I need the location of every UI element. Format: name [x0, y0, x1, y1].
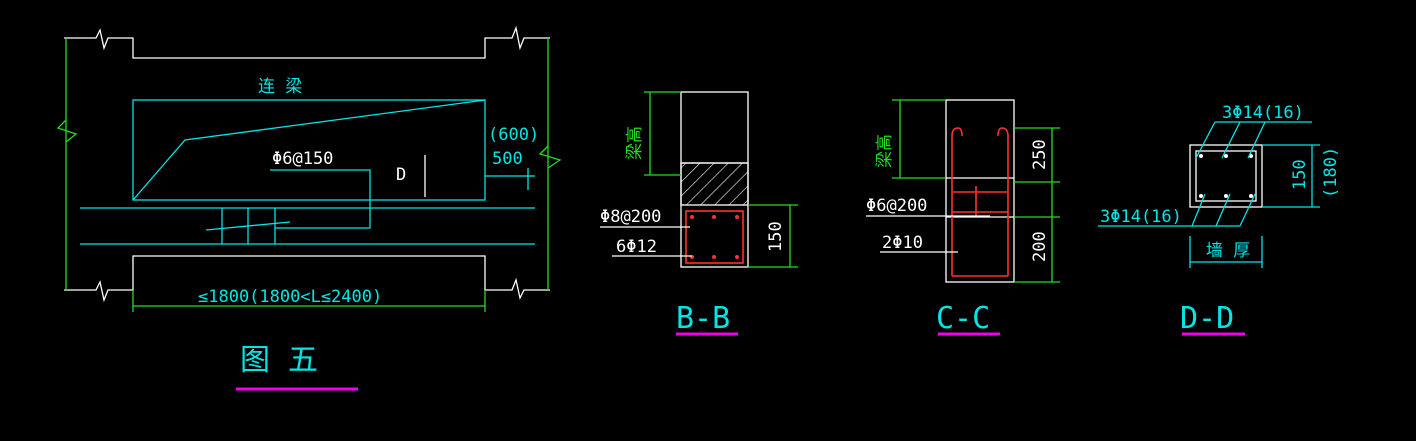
bb-stirrup-label: Φ8@200 [600, 207, 661, 227]
dd-top-leader-1 [1195, 121, 1216, 159]
bb-stirrup [685, 210, 744, 264]
cc-bars-label: 2Φ10 [882, 233, 923, 253]
top-wall-outline [64, 25, 550, 59]
cc-title: C-C [936, 301, 990, 336]
dim-600-label: (600) [488, 125, 539, 145]
stirrup-label: Φ6@150 [272, 149, 333, 169]
right-break-mark [538, 145, 562, 169]
diagonal-rebar [132, 99, 486, 201]
bb-bar [735, 255, 739, 259]
figure-5-elevation: 连 梁 Φ6@150 D (600) 500 ≤1800(1800<L≤2400… [56, 25, 562, 391]
dd-150-label: 150 [1290, 159, 1310, 190]
bb-beam-height-label: 梁高 [625, 126, 645, 160]
dim-500-label: 500 [492, 149, 523, 169]
bb-bar [735, 215, 739, 219]
bb-150-label: 150 [766, 221, 786, 252]
dd-bottom-leader-1 [1191, 193, 1206, 227]
dd-wall-thickness-label: 墙 厚 [1206, 241, 1250, 261]
left-break-mark [56, 119, 78, 143]
section-bb: 梁高 Φ8@200 6Φ12 150 B-B [600, 91, 798, 336]
figure-5-title: 图 五 [240, 343, 318, 378]
bb-hatched-slab [680, 162, 749, 206]
dd-bar [1199, 154, 1203, 158]
bb-title: B-B [676, 301, 730, 336]
bb-bar [712, 255, 716, 259]
dd-bottom-leader-2 [1215, 193, 1231, 227]
dd-title: D-D [1180, 301, 1234, 336]
section-cc: 梁高 Φ6@200 2Φ10 250 200 C-C [866, 99, 1060, 336]
dd-column-outline [1189, 144, 1263, 208]
cc-beam-height-label: 梁高 [875, 134, 895, 168]
stirrup-leader [270, 169, 371, 229]
dd-top-leader-3 [1247, 121, 1266, 159]
dd-stirrup [1195, 150, 1257, 202]
dd-bar [1224, 154, 1228, 158]
length-dimension-label: ≤1800(1800<L≤2400) [198, 287, 382, 307]
cc-200-label: 200 [1030, 231, 1050, 262]
dd-bottom-bars-label: 3Φ14(16) [1100, 207, 1182, 227]
section-dd: 3Φ14(16) 3Φ14(16) 150 (180) 墙 厚 D-D [1098, 103, 1341, 336]
dd-bar [1224, 194, 1228, 198]
beam-label: 连 梁 [258, 77, 302, 97]
dd-bar [1199, 194, 1203, 198]
bb-bars-label: 6Φ12 [616, 237, 657, 257]
dd-bottom-leader-3 [1239, 193, 1256, 227]
coupling-beam-outline [132, 99, 486, 201]
cc-right-stirrup [997, 127, 1009, 276]
dd-top-bars-label: 3Φ14(16) [1222, 103, 1304, 123]
dd-bar [1249, 194, 1253, 198]
cc-beam-outline [945, 99, 1015, 283]
dd-top-leader-2 [1221, 121, 1241, 159]
d-marker-label: D [396, 165, 406, 185]
cc-stirrup-label: Φ6@200 [866, 196, 927, 216]
cc-left-stirrup [951, 127, 963, 276]
dd-180-label: (180) [1321, 147, 1341, 198]
bb-bar [712, 215, 716, 219]
bb-bar [690, 215, 694, 219]
cc-250-label: 250 [1030, 139, 1050, 170]
bottom-wall-outline [64, 255, 550, 303]
stirrup-dimension [205, 221, 291, 231]
